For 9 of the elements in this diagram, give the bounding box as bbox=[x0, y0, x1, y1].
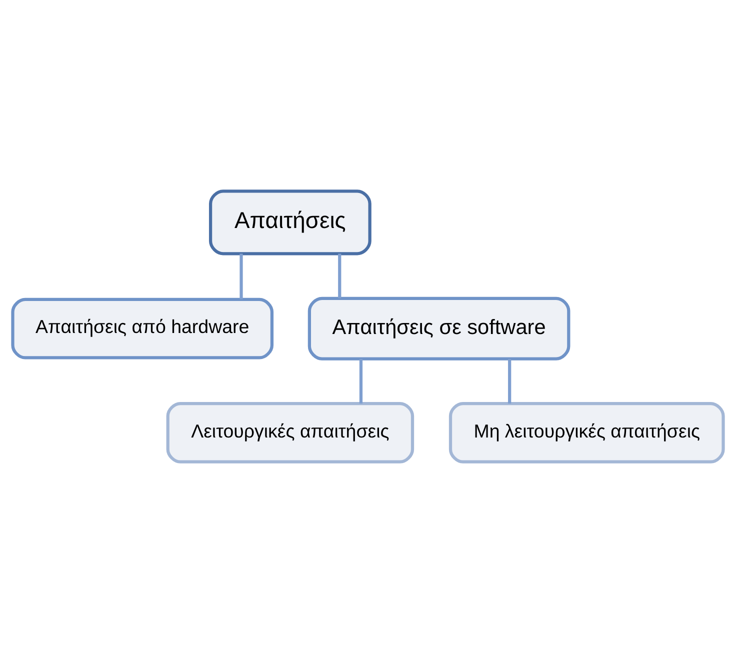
node-box: Απαιτήσεις bbox=[208, 189, 372, 255]
connector bbox=[359, 358, 363, 404]
node-box: Μη λειτουργικές απαιτήσεις bbox=[448, 401, 725, 463]
node-box: Απαιτήσεις σε software bbox=[308, 296, 570, 360]
connector bbox=[338, 253, 342, 298]
node-box: Λειτουργικές απαιτήσεις bbox=[166, 401, 414, 463]
connector bbox=[508, 358, 512, 404]
node-box: Απαιτήσεις από hardware bbox=[11, 297, 274, 359]
connector bbox=[240, 253, 243, 299]
